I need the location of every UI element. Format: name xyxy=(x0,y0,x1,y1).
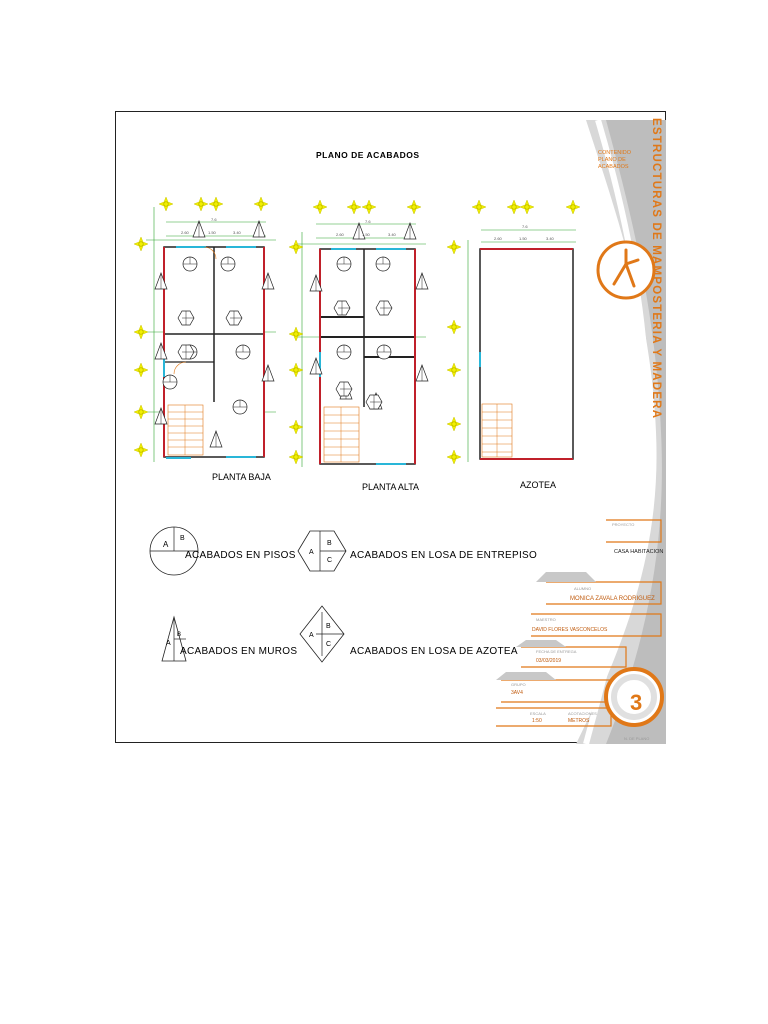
drawing-sheet: PLANO DE ACABADOS xyxy=(115,111,666,744)
legend-muros: ACABADOS EN MUROS xyxy=(180,646,298,657)
azotea-finish-symbol: A B C xyxy=(299,605,345,663)
sheet-number: 3 xyxy=(630,690,643,715)
maestro-label: MAESTRO xyxy=(536,617,556,622)
acotaciones-value: METROS xyxy=(568,718,590,724)
svg-text:3.40: 3.40 xyxy=(233,230,242,235)
dim-total-pa: 7.6 xyxy=(365,219,371,224)
legend-entrepiso: ACABADOS EN LOSA DE ENTREPISO xyxy=(350,550,538,561)
entrepiso-finish-symbol: A B C xyxy=(297,530,347,572)
svg-text:1.50: 1.50 xyxy=(208,230,217,235)
legend-azotea: ACABADOS EN LOSA DE AZOTEA xyxy=(350,646,518,657)
floor-finish-symbol: A B xyxy=(149,526,199,576)
fecha-label: FECHA DE ENTREGA xyxy=(536,649,577,654)
proyecto-value: CASA HABITACION xyxy=(614,549,664,555)
contenido-box: CONTENIDO PLANO DE ACABADOS xyxy=(598,150,631,170)
dim-total-az: 7.6 xyxy=(522,224,528,229)
plan-planta-alta xyxy=(288,199,429,467)
plan-azotea xyxy=(446,199,581,465)
svg-text:C: C xyxy=(326,641,331,648)
legend-pisos: ACABADOS EN PISOS xyxy=(185,550,296,561)
plan-planta-baja xyxy=(133,196,276,462)
svg-text:A: A xyxy=(163,540,169,549)
floor-plans: 7.6 2.60 1.50 3.40 7.6 2.60 1.50 3.40 7.… xyxy=(133,196,581,467)
course-title-vertical: ESTRUCTURAS DE MAMPOSTERIA Y MADERA xyxy=(650,118,662,420)
label-planta-baja: PLANTA BAJA xyxy=(212,472,271,482)
svg-text:1.50: 1.50 xyxy=(362,232,371,237)
dim-total-pb: 7.6 xyxy=(211,217,217,222)
svg-text:A: A xyxy=(166,640,171,647)
grupo-label: GRUPO xyxy=(511,682,526,687)
alumno-value: MONICA ZAVALA RODRIGUEZ xyxy=(570,596,655,602)
acotaciones-label: ACOTACIONES xyxy=(568,711,597,716)
svg-text:B: B xyxy=(326,623,331,630)
svg-text:A: A xyxy=(309,632,314,639)
label-planta-alta: PLANTA ALTA xyxy=(362,482,420,492)
svg-text:1.50: 1.50 xyxy=(519,236,528,241)
svg-text:C: C xyxy=(327,557,332,564)
svg-text:3.40: 3.40 xyxy=(546,236,555,241)
grupo-value: 3AV4 xyxy=(511,690,523,696)
svg-text:3.40: 3.40 xyxy=(388,232,397,237)
svg-text:2.60: 2.60 xyxy=(494,236,503,241)
title-block-graphics xyxy=(496,119,666,744)
maestro-value: DAVID FLORES VASCONCELOS xyxy=(532,627,608,633)
num-plano-label: N. DE PLANO xyxy=(624,736,650,741)
alumno-label: ALUMNO xyxy=(574,586,592,591)
wall-finish-symbol: A B xyxy=(161,615,187,662)
escala-value: 1:50 xyxy=(532,718,542,724)
proyecto-label: PROYECTO xyxy=(612,522,635,527)
svg-text:A: A xyxy=(309,549,314,556)
sheet-title: PLANO DE ACABADOS xyxy=(316,150,420,160)
escala-label: ESCALA xyxy=(530,711,546,716)
fecha-value: 03/03/2019 xyxy=(536,658,562,664)
svg-text:2.60: 2.60 xyxy=(181,230,190,235)
svg-text:2.60: 2.60 xyxy=(336,232,345,237)
legend-symbols: A B A B A B C A B C xyxy=(149,526,347,663)
label-azotea: AZOTEA xyxy=(520,480,557,490)
svg-text:B: B xyxy=(180,535,185,542)
svg-text:B: B xyxy=(327,540,332,547)
svg-text:B: B xyxy=(177,632,181,638)
